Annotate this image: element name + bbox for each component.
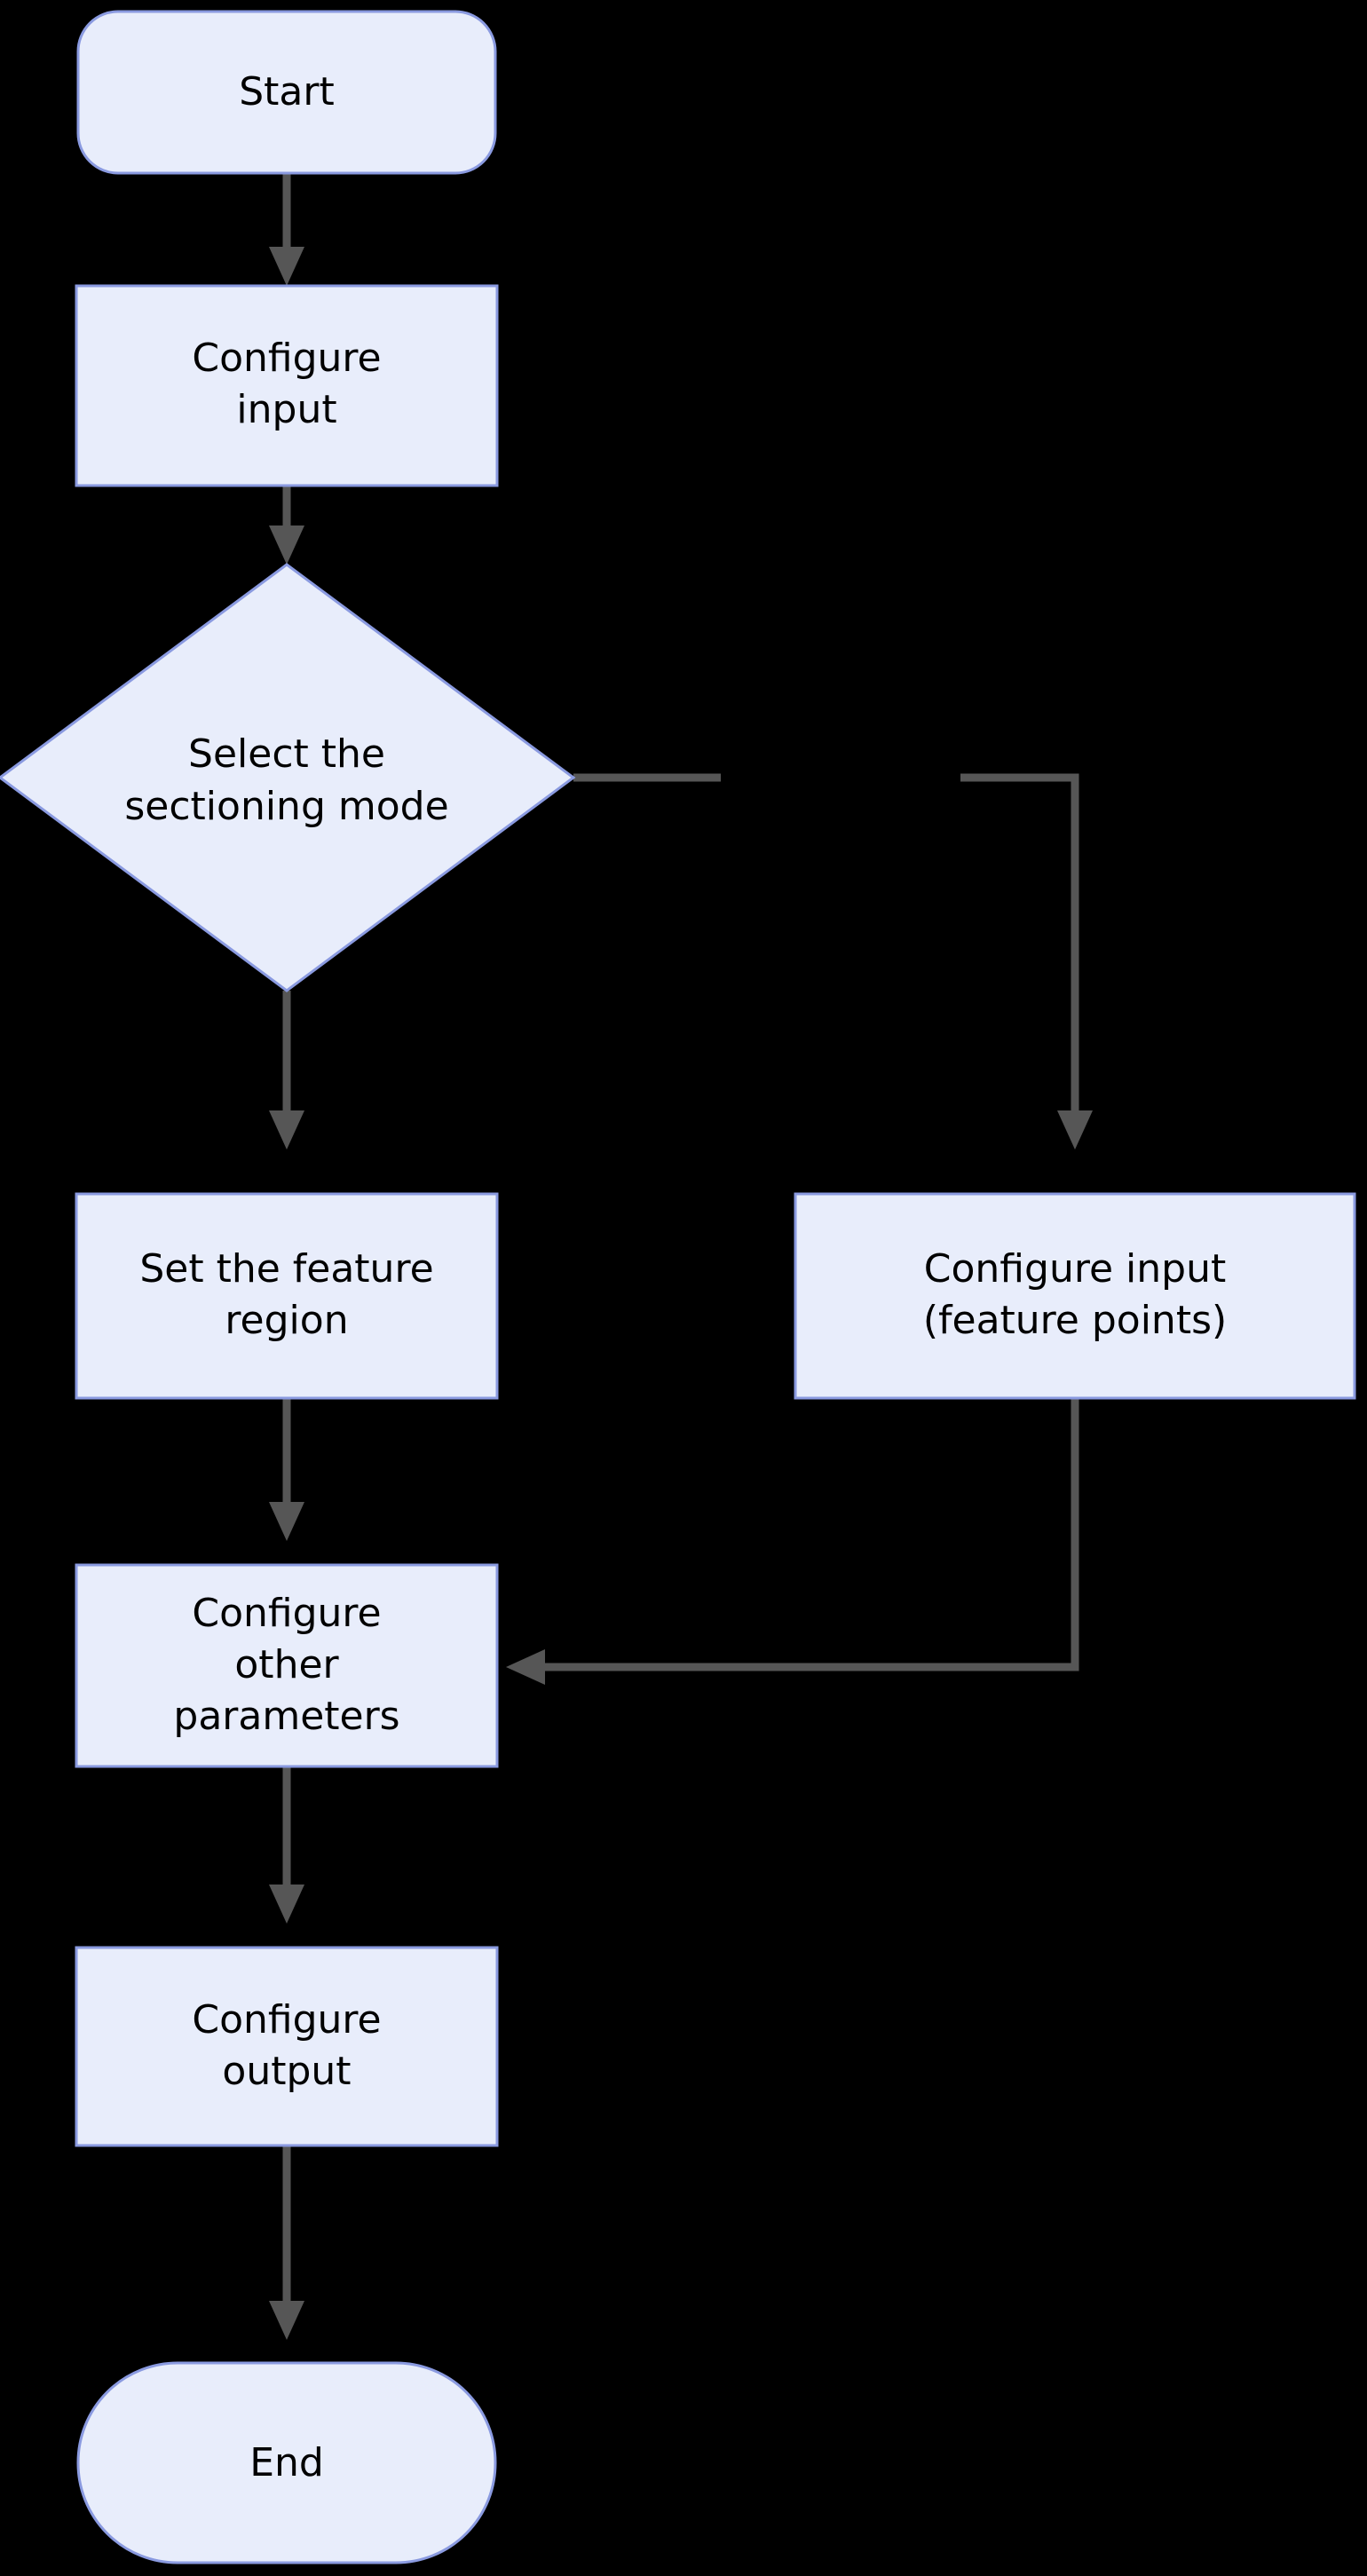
node-configure-input-feature-points-label-line1: Configure input	[924, 1246, 1226, 1292]
node-configure-output-label-line1: Configure	[192, 1997, 381, 2043]
node-configure-input[interactable]: Configure input	[75, 284, 499, 487]
node-set-feature-region-label-line2: region	[225, 1298, 348, 1343]
arrowhead-down-icon	[269, 1502, 304, 1541]
node-end[interactable]: End	[76, 2361, 497, 2564]
node-select-sectioning-mode[interactable]: Select the sectioning mode	[0, 563, 576, 992]
node-configure-other-parameters-shape[interactable]	[75, 1563, 499, 1768]
node-configure-output-label-line2: output	[222, 2049, 351, 2094]
arrowhead-down-icon	[1057, 1110, 1093, 1150]
node-configure-input-label-line1: Configure	[192, 336, 381, 381]
edge-layer	[269, 173, 1093, 2340]
node-configure-other-parameters-label-line1: Configure	[192, 1591, 381, 1636]
edge-start-to-configure-input	[269, 173, 304, 286]
edge-select-mode-to-configure-input-feature-points	[573, 773, 1093, 1150]
node-select-sectioning-mode-label-line1: Select the	[188, 731, 385, 777]
node-set-feature-region-label-line1: Set the feature	[139, 1246, 433, 1292]
node-set-feature-region-shape[interactable]	[75, 1192, 499, 1400]
edge-configure-other-parameters-to-configure-output	[269, 1766, 304, 1924]
arrowhead-down-icon	[269, 2301, 304, 2340]
node-configure-input-feature-points-label-line2: (feature points)	[923, 1298, 1227, 1343]
arrowhead-down-icon	[269, 1885, 304, 1924]
edge-configure-output-to-end	[269, 2145, 304, 2340]
node-configure-other-parameters-label-line2: other	[234, 1642, 339, 1687]
edge-configure-input-feature-points-to-configure-other-parameters	[506, 1398, 1079, 1685]
node-end-label: End	[249, 2440, 324, 2485]
node-start-shape[interactable]	[76, 10, 497, 175]
node-start[interactable]: Start	[76, 10, 497, 175]
node-layer: Start Configure input Select the section…	[0, 10, 1356, 2564]
node-configure-input-feature-points-shape[interactable]	[794, 1192, 1356, 1400]
arrowhead-down-icon	[269, 1110, 304, 1150]
node-end-shape[interactable]	[76, 2361, 497, 2564]
node-configure-input-feature-points[interactable]: Configure input (feature points)	[794, 1192, 1356, 1400]
node-configure-input-shape[interactable]	[75, 284, 499, 487]
node-start-label: Start	[239, 69, 335, 115]
edge-line-segment-b	[960, 773, 1079, 1130]
node-configure-input-label-line2: input	[236, 387, 336, 432]
node-configure-other-parameters-label-line3: parameters	[173, 1694, 399, 1739]
arrowhead-down-icon	[269, 525, 304, 565]
node-select-sectioning-mode-label-line2: sectioning mode	[124, 784, 448, 829]
edge-line	[525, 1398, 1079, 1671]
node-select-sectioning-mode-shape[interactable]	[0, 563, 576, 992]
node-configure-output[interactable]: Configure output	[75, 1946, 499, 2147]
node-set-feature-region[interactable]: Set the feature region	[75, 1192, 499, 1400]
edge-configure-input-to-select-mode	[269, 486, 304, 565]
arrowhead-left-icon	[506, 1649, 545, 1685]
node-configure-output-shape[interactable]	[75, 1946, 499, 2147]
edge-select-mode-to-set-feature-region	[269, 991, 304, 1150]
arrowhead-down-icon	[269, 247, 304, 286]
edge-set-feature-region-to-configure-other-parameters	[269, 1398, 304, 1541]
node-configure-other-parameters[interactable]: Configure other parameters	[75, 1563, 499, 1768]
